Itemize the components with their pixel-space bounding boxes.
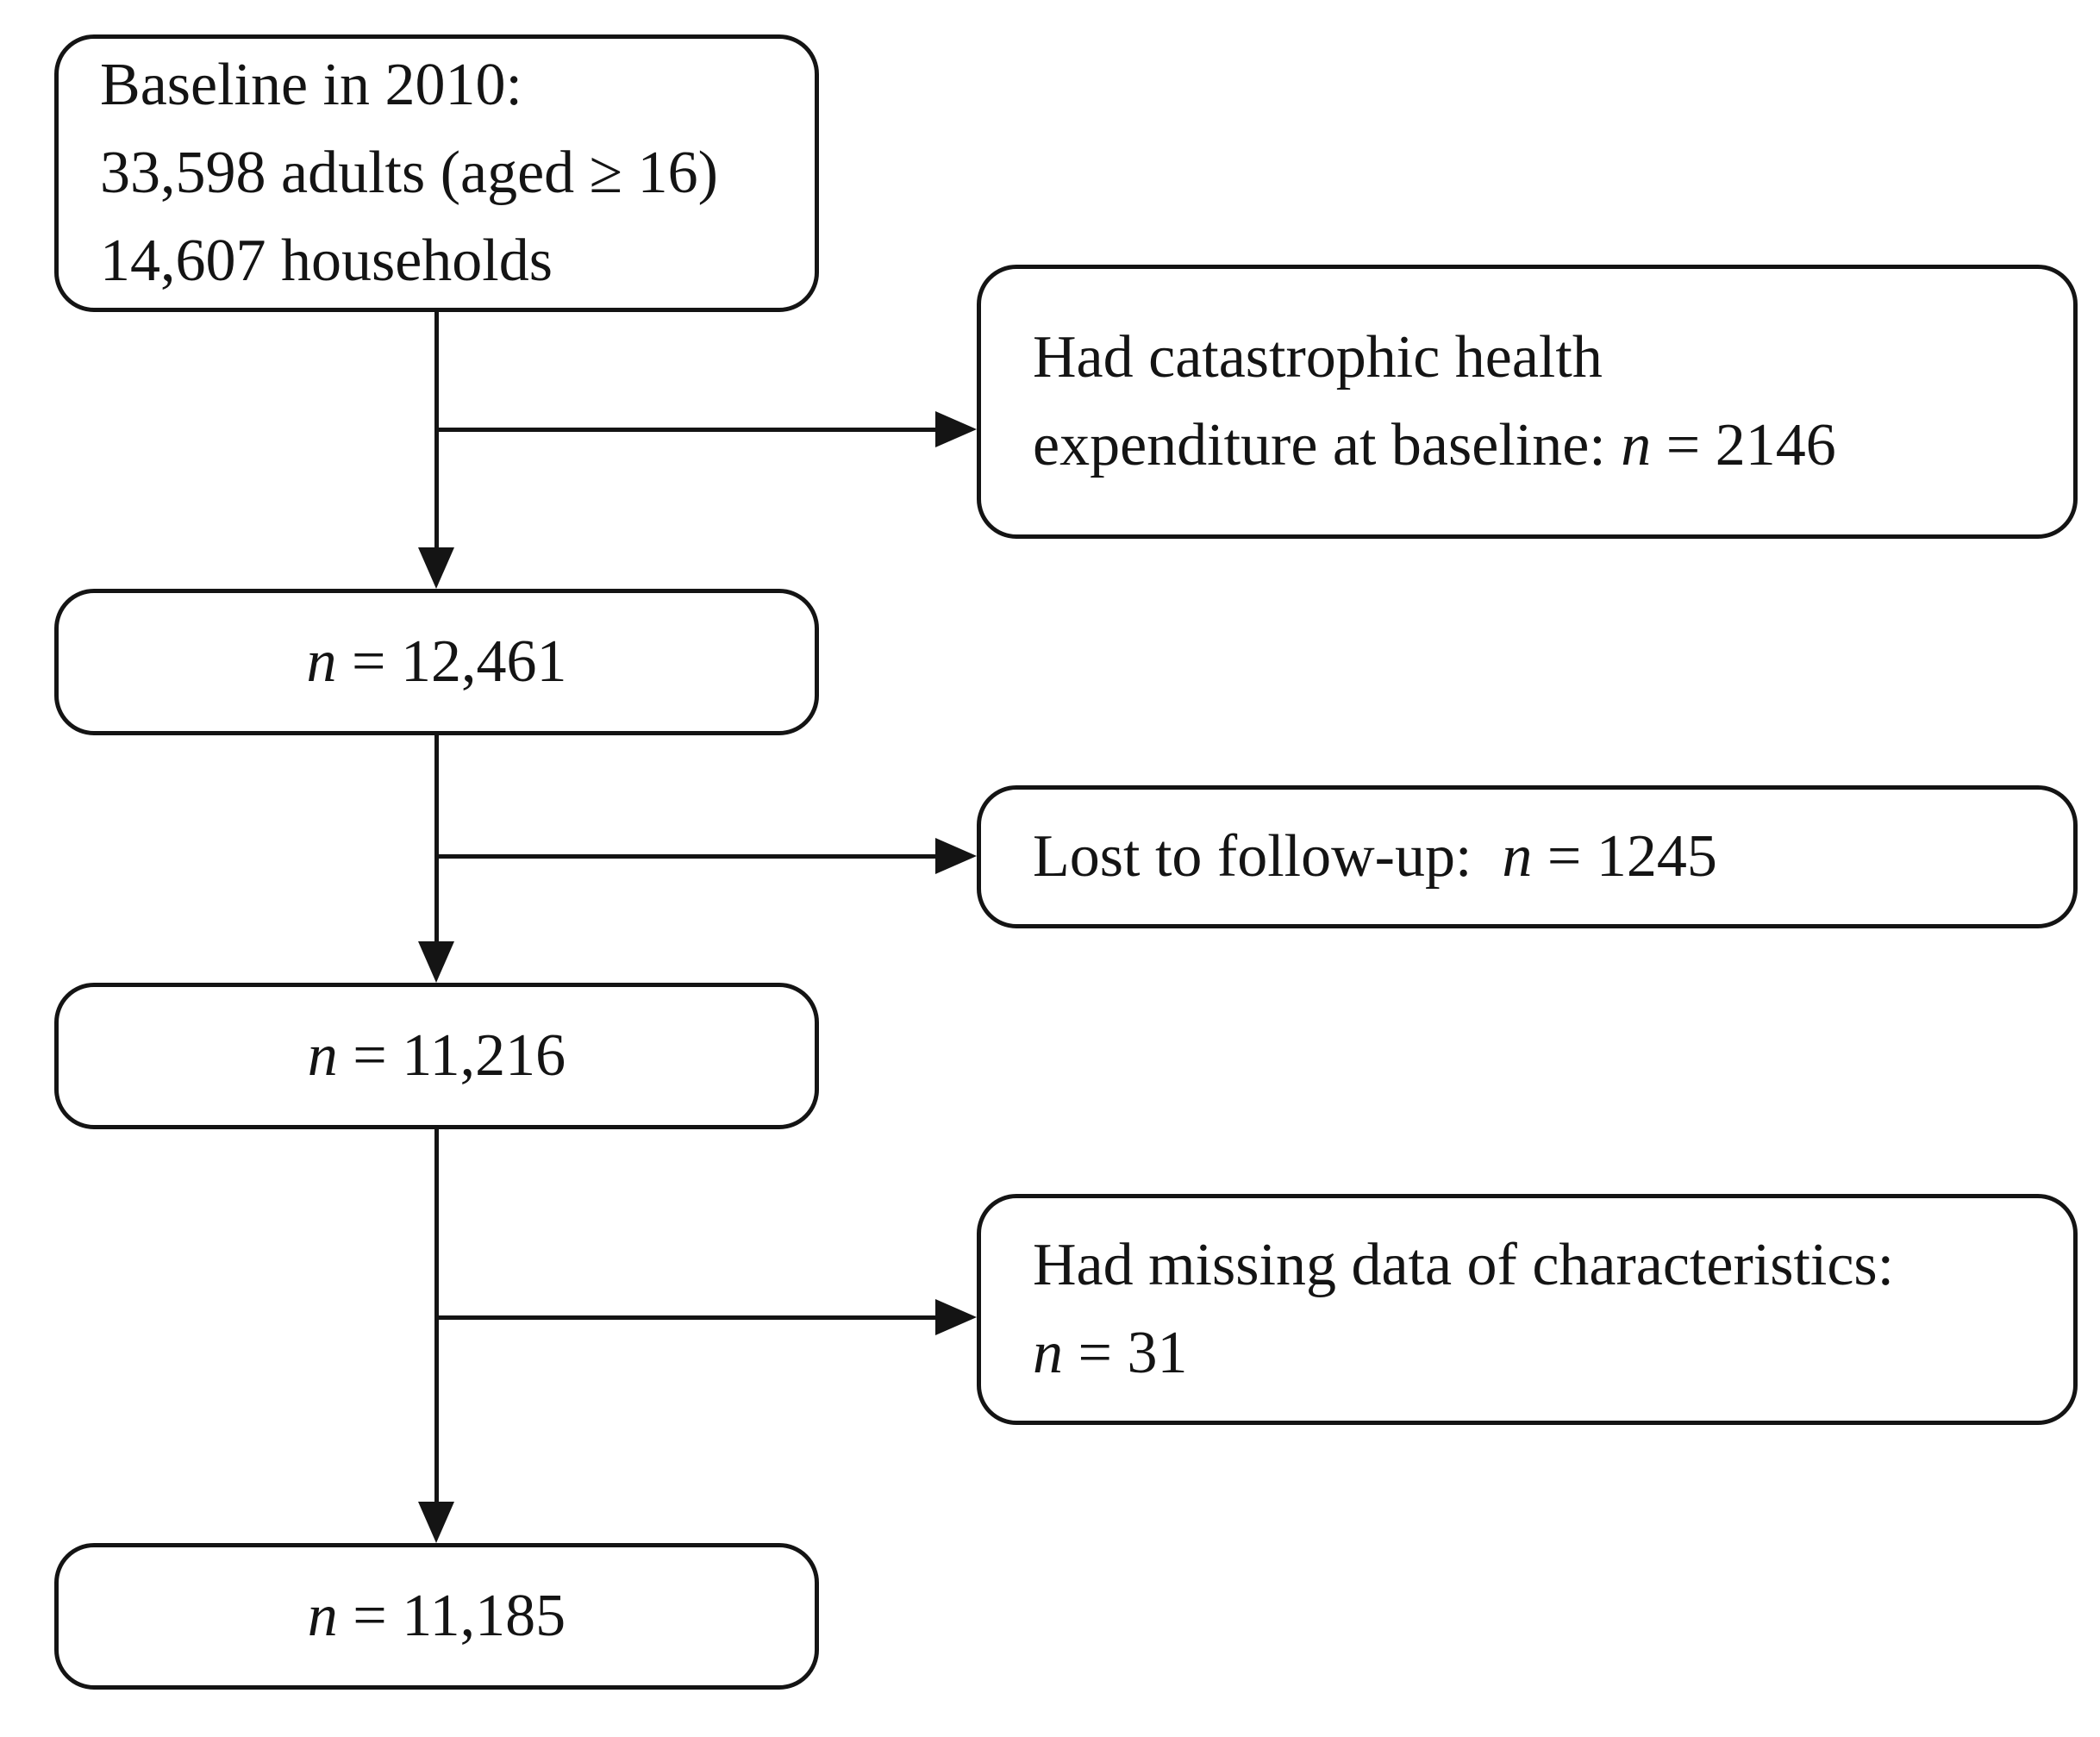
n11216-value: = 11,216 — [337, 1022, 566, 1089]
arrowhead-down-2 — [418, 941, 454, 983]
connector-branch-to-missing-data — [436, 1315, 937, 1320]
n12461-n-symbol: n — [306, 628, 337, 695]
lost-followup-n-symbol: n — [1502, 823, 1533, 890]
arrowhead-right-1 — [935, 411, 977, 447]
excluded-che-value: = 2146 — [1651, 412, 1836, 478]
baseline-line1: Baseline in 2010: — [100, 52, 522, 118]
n11216-n-symbol: n — [307, 1022, 338, 1089]
baseline-line3: 14,607 households — [100, 228, 553, 294]
excluded-che-n-symbol: n — [1621, 412, 1652, 478]
n12461-line: n = 12,461 — [307, 618, 567, 706]
n12461-value: = 12,461 — [336, 628, 567, 695]
n11216-line: n = 11,216 — [308, 1012, 566, 1100]
lost-followup-value: = 1245 — [1532, 823, 1717, 890]
missing-data-line1: Had missing data of characteristics: — [1033, 1232, 1895, 1298]
box-excluded-missing-data: Had missing data of characteristics: n =… — [977, 1194, 2078, 1425]
excluded-che-line2-text: expenditure at baseline: — [1033, 412, 1622, 478]
arrowhead-down-3 — [418, 1502, 454, 1543]
box-excluded-lost-followup: Lost to follow-up: n = 1245 — [977, 785, 2078, 928]
excluded-che-line2: expenditure at baseline: n = 2146 — [1033, 402, 2065, 490]
box-n-12461: n = 12,461 — [54, 589, 819, 735]
lost-followup-text: Lost to follow-up: — [1033, 823, 1503, 890]
box-n-11216: n = 11,216 — [54, 983, 819, 1129]
lost-followup-line: Lost to follow-up: n = 1245 — [1033, 813, 2065, 901]
excluded-che-line1: Had catastrophic health — [1033, 324, 1603, 391]
missing-data-value: = 31 — [1063, 1320, 1188, 1386]
connector-branch-to-lost-followup — [436, 854, 937, 859]
baseline-line2: 33,598 adults (aged ≥ 16) — [100, 140, 718, 206]
missing-data-line2: n = 31 — [1033, 1309, 2065, 1397]
arrowhead-right-2 — [935, 838, 977, 874]
box-excluded-catastrophic-expenditure: Had catastrophic health expenditure at b… — [977, 265, 2078, 539]
box-baseline: Baseline in 2010: 33,598 adults (aged ≥ … — [54, 34, 819, 312]
connector-n12461-to-n11216 — [434, 734, 439, 943]
n11185-line: n = 11,185 — [308, 1572, 566, 1660]
arrowhead-down-1 — [418, 547, 454, 589]
n11185-n-symbol: n — [307, 1583, 338, 1649]
arrowhead-right-3 — [935, 1299, 977, 1335]
connector-branch-to-catastrophic — [436, 428, 937, 432]
missing-data-n-symbol: n — [1033, 1320, 1063, 1386]
n11185-value: = 11,185 — [337, 1583, 566, 1649]
box-n-11185-final: n = 11,185 — [54, 1543, 819, 1690]
